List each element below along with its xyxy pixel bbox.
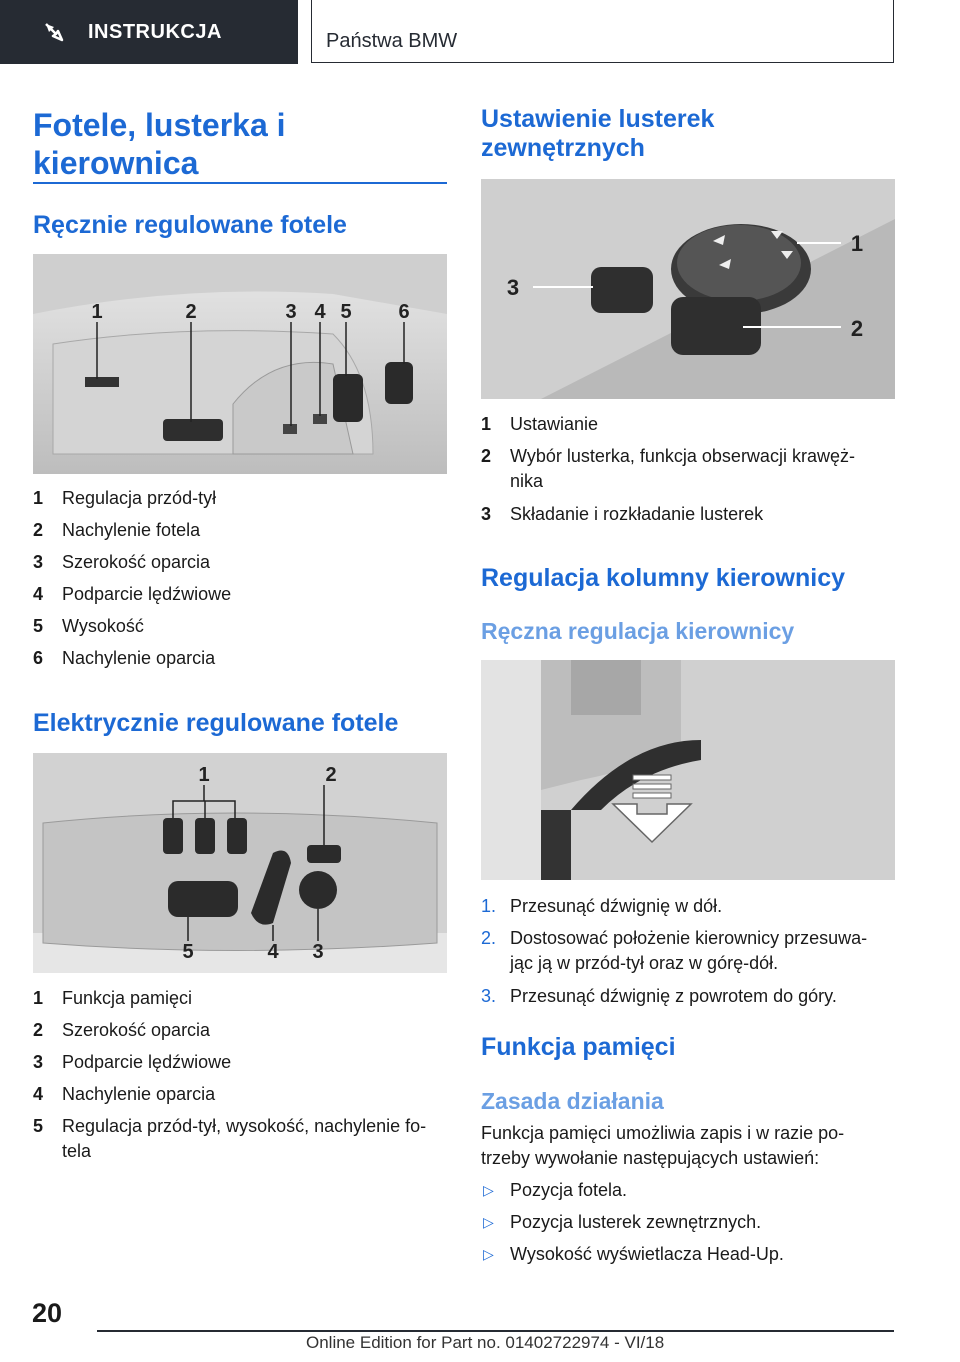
manual-label-2: 2 [185,301,196,323]
manual-label-3: 3 [285,301,296,323]
page-title-line2: kierownica [33,145,199,181]
electric-label-4: 4 [267,941,279,963]
page-title: Fotele, lusterka i kierownica [33,106,286,182]
electric-label-1: 1 [198,764,209,786]
steering-subheading: Ręczna regulacja kierownicy [481,618,795,644]
memory-subheading: Zasada działania [481,1088,664,1114]
bmw-pointer-icon [45,23,64,42]
steering-lever-image [481,660,895,880]
list-item: ▷Pozycja fotela. [481,1174,895,1206]
memory-heading: Funkcja pamięci [481,1033,676,1061]
mirror-label-1: 1 [851,231,863,256]
header-tab[interactable]: INSTRUKCJA [0,0,298,64]
mirror-label-2: 2 [851,316,863,341]
electric-seat-image: 1 2 3 4 5 [33,753,447,973]
manual-label-1: 1 [91,301,102,323]
electric-seats-heading: Elektrycznie regulowane fotele [33,709,399,737]
list-item: 1.Przesunąć dźwignię w dół. [481,896,723,916]
footer-edition: Online Edition for Part no. 01402722974 … [306,1333,665,1352]
manual-label-4: 4 [314,301,326,323]
steering-steps-list: 1.Przesunąć dźwignię w dół. 2.Dostosować… [481,890,895,1012]
manual-seat-image: 1 2 3 4 5 6 [33,254,447,474]
title-rule [33,182,447,184]
electric-label-5: 5 [182,941,193,963]
header-section-label: Państwa BMW [326,30,458,52]
page-number: 20 [32,1298,63,1328]
list-item: 2.Dostosować położenie kierownicy przesu… [481,928,868,973]
manual-label-5: 5 [340,301,351,323]
manual-seats-heading: Ręcznie regulowane fotele [33,211,347,239]
electric-label-2: 2 [325,764,336,786]
bullet-triangle-icon: ▷ [483,1246,494,1262]
page-title-line1: Fotele, lusterka i [33,107,286,143]
header-tab-label: INSTRUKCJA [88,20,222,43]
manual-label-6: 6 [398,301,409,323]
footer-rule [97,1330,894,1332]
bullet-triangle-icon: ▷ [483,1214,494,1230]
mirror-control-image: 1 2 3 [481,179,895,399]
list-item: 3.Przesunąć dźwignię z powrotem do góry. [481,986,837,1006]
steering-heading: Regulacja kolumny kierownicy [481,564,846,592]
mirror-label-3: 3 [507,275,519,300]
list-item: ▷Pozycja lusterek zewnętrznych. [481,1206,895,1238]
mirrors-heading: Ustawienie lusterek zewnętrznych [481,105,715,162]
list-item: ▷Wysokość wyświetlacza Head-Up. [481,1238,895,1270]
memory-paragraph: Funkcja pamięci umożliwia zapis i w razi… [481,1123,845,1168]
electric-label-3: 3 [312,941,323,963]
memory-bullets: ▷Pozycja fotela. ▷Pozycja lusterek zewnę… [481,1174,895,1270]
header-section: Państwa BMW [311,0,894,63]
bullet-triangle-icon: ▷ [483,1182,494,1198]
